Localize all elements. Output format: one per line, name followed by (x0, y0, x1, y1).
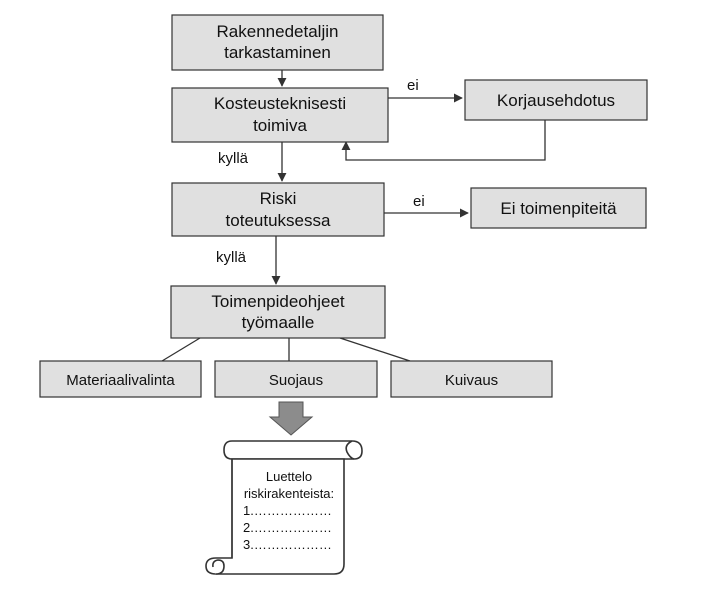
node-drying-label: Kuivaus (445, 372, 498, 389)
scroll-item-2: 2.……………… (243, 520, 332, 535)
node-check-line2: tarkastaminen (224, 43, 331, 62)
down-block-arrow (268, 401, 314, 436)
edge-instructions-to-drying (339, 337, 411, 362)
scroll-title-line2: riskirakenteista: (244, 486, 334, 501)
node-risk: Riski toteutuksessa (171, 182, 385, 237)
node-drying: Kuivaus (390, 360, 553, 398)
node-check: Rakennedetaljin tarkastaminen (171, 14, 384, 71)
node-risk-line2: toteutuksessa (226, 211, 331, 230)
node-protection-label: Suojaus (269, 372, 323, 389)
edge-label-risk-no: ei (413, 193, 425, 210)
scroll-item-3: 3.……………… (243, 537, 332, 552)
edge-fix-back-to-moisture (341, 120, 546, 161)
node-instructions-line2: työmaalle (242, 313, 315, 332)
node-instructions: Toimenpideohjeet työmaalle (170, 285, 386, 339)
node-material: Materiaalivalinta (39, 360, 202, 398)
edge-label-moisture-no: ei (407, 77, 419, 94)
scroll-item-1: 1.……………… (243, 503, 332, 518)
edge-label-moisture-yes: kyllä (218, 150, 249, 167)
node-protection: Suojaus (214, 360, 378, 398)
node-check-line1: Rakennedetaljin (217, 22, 339, 41)
node-material-label: Materiaalivalinta (66, 372, 175, 389)
node-risk-line1: Riski (260, 189, 297, 208)
risk-list-scroll: Luettelo riskirakenteista: 1.……………… 2.……… (205, 440, 363, 575)
node-instructions-line1: Toimenpideohjeet (211, 292, 345, 311)
node-fix-label: Korjausehdotus (497, 91, 615, 110)
node-none-label: Ei toimenpiteitä (500, 199, 617, 218)
node-none: Ei toimenpiteitä (470, 187, 647, 229)
scroll-title-line1: Luettelo (266, 469, 312, 484)
edge-label-risk-yes: kyllä (216, 249, 247, 266)
edge-instructions-to-material (161, 337, 201, 362)
node-moisture-line2: toimiva (253, 116, 307, 135)
node-moisture: Kosteusteknisesti toimiva (171, 87, 389, 143)
node-fix: Korjausehdotus (464, 79, 648, 121)
node-moisture-line1: Kosteusteknisesti (214, 94, 346, 113)
